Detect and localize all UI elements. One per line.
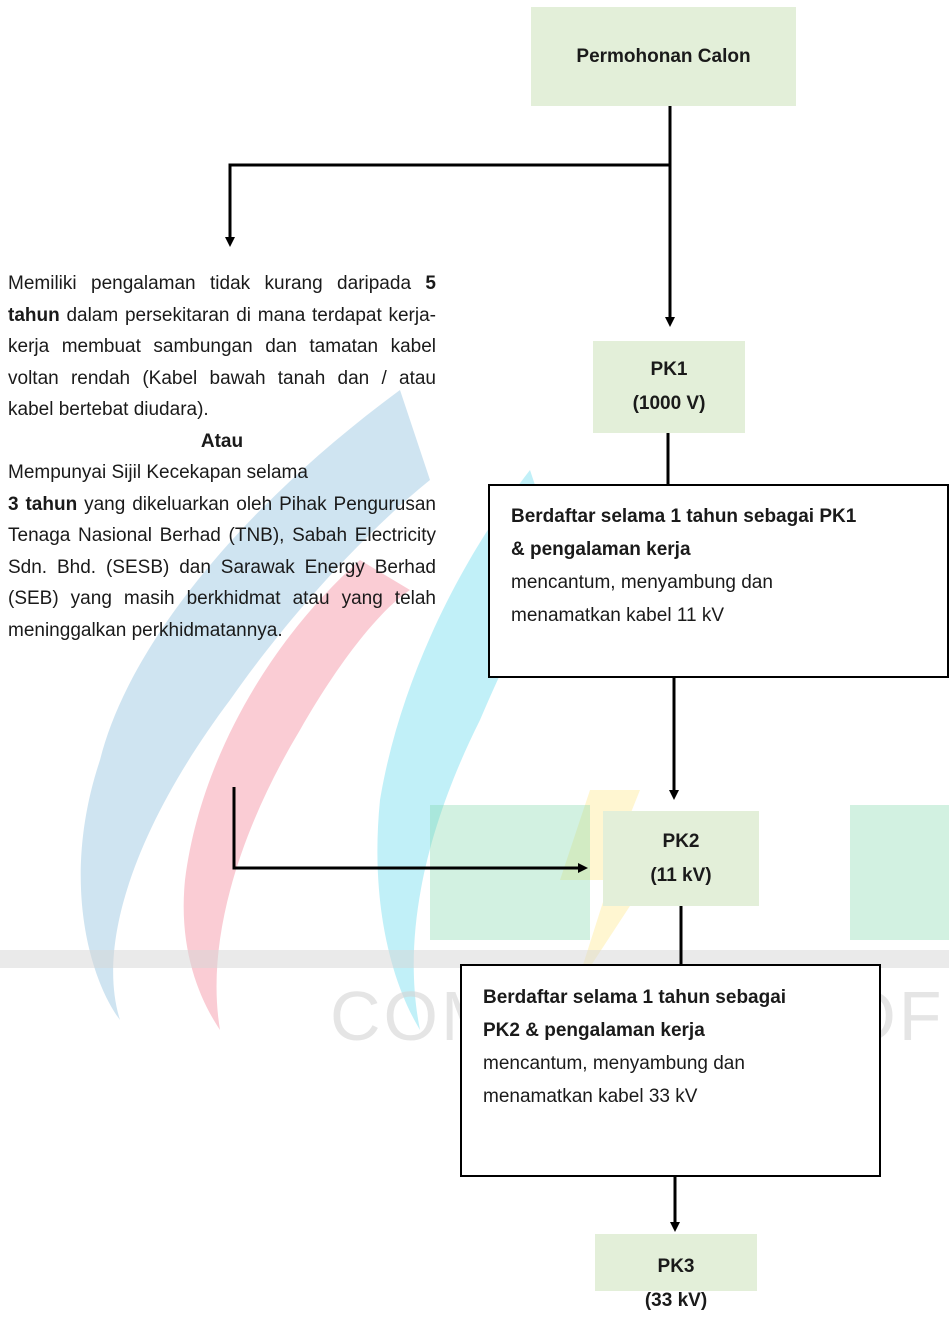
criteria-experience-text-b: dalam persekitaran di mana terdapat kerj… (8, 304, 436, 421)
watermark-letter-r-block (850, 805, 949, 940)
node-pk2-voltage: (11 kV) (650, 864, 712, 886)
node-permohonan-calon: Permohonan Calon (531, 7, 796, 106)
watermark-pink-swoosh (183, 560, 410, 1030)
node-pk3: PK3 (33 kV) (595, 1234, 757, 1311)
req2-line2: PK2 & pengalaman kerja (483, 1020, 705, 1041)
criteria-or-label: Atau (200, 430, 244, 452)
criteria-certificate-line1: Mempunyai Sijil Kecekapan selama (8, 462, 308, 483)
req2-line1: Berdaftar selama 1 tahun sebagai (483, 987, 787, 1008)
node-pk2: PK2 (11 kV) (603, 811, 759, 906)
flow-connectors (225, 106, 683, 1232)
node-start-label: Permohonan Calon (576, 45, 751, 67)
node-pk1-name: PK1 (650, 359, 688, 380)
criteria-certificate-paragraph: 3 tahun yang dikeluarkan oleh Pihak Peng… (8, 489, 436, 647)
req1-line1: Berdaftar selama 1 tahun sebagai PK1 (511, 506, 857, 527)
arrow-branch-to-alt (225, 163, 670, 247)
alternative-criteria-text: Memiliki pengalaman tidak kurang daripad… (8, 268, 436, 646)
watermark-gray-band (0, 950, 949, 968)
requirement-box-pk2: Berdaftar selama 1 tahun sebagai PK2 & p… (460, 964, 881, 1177)
req2-line3: mencantum, menyambung dan (483, 1053, 745, 1074)
criteria-experience-text-a: Memiliki pengalaman tidak kurang daripad… (8, 273, 426, 294)
criteria-certificate-text: yang dikeluarkan oleh Pihak Pengurusan T… (8, 493, 436, 641)
watermark-letter-e-block (430, 805, 590, 940)
watermark-blue-swoosh (80, 390, 431, 1020)
req2-line4: menamatkan kabel 33 kV (483, 1086, 698, 1107)
criteria-experience-years: 5 tahun (8, 273, 436, 326)
node-pk3-name: PK3 (657, 1256, 695, 1277)
node-pk1-voltage: (1000 V) (632, 393, 706, 414)
node-pk2-name: PK2 (662, 830, 700, 852)
req1-line2: & pengalaman kerja (511, 539, 691, 560)
criteria-experience-paragraph: Memiliki pengalaman tidak kurang daripad… (8, 268, 436, 426)
req1-line3: mencantum, menyambung dan (511, 572, 773, 593)
criteria-certificate-years: 3 tahun (8, 493, 78, 515)
requirement-box-pk1: Berdaftar selama 1 tahun sebagai PK1 & p… (488, 484, 949, 678)
node-pk1: PK1 (1000 V) (593, 341, 745, 433)
req1-line4: menamatkan kabel 11 kV (511, 605, 724, 626)
arrow-alt-to-pk2 (232, 787, 588, 873)
node-pk3-voltage: (33 kV) (644, 1290, 708, 1311)
